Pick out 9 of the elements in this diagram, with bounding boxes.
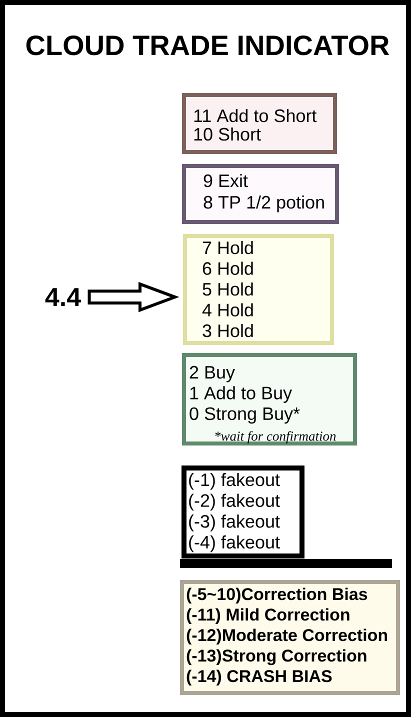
block-arrow: [88, 282, 180, 312]
level-box: 9 Exit 8 TP 1/2 potion: [182, 164, 339, 224]
level-box: (-1) fakeout (-2) fakeout (-3) fakeout (-4) fakeout: [182, 466, 304, 558]
title: CLOUD TRADE INDICATOR: [26, 35, 390, 56]
level-box: (-5~10)Correction Bias (-11) Mild Correction (-12)Moderate Correction (-13)Strong Correction (-14) CRASH BIAS: [180, 580, 400, 695]
level-box: 7 Hold 6 Hold 5 Hold 4 Hold 3 Hold: [183, 234, 334, 345]
level-box: 11 Add to Short 10 Short: [182, 93, 337, 154]
level-box: 2 Buy 1 Add to Buy 0 Strong Buy* *wait for confirmation: [182, 353, 357, 446]
value-label: 4.4: [45, 288, 81, 306]
